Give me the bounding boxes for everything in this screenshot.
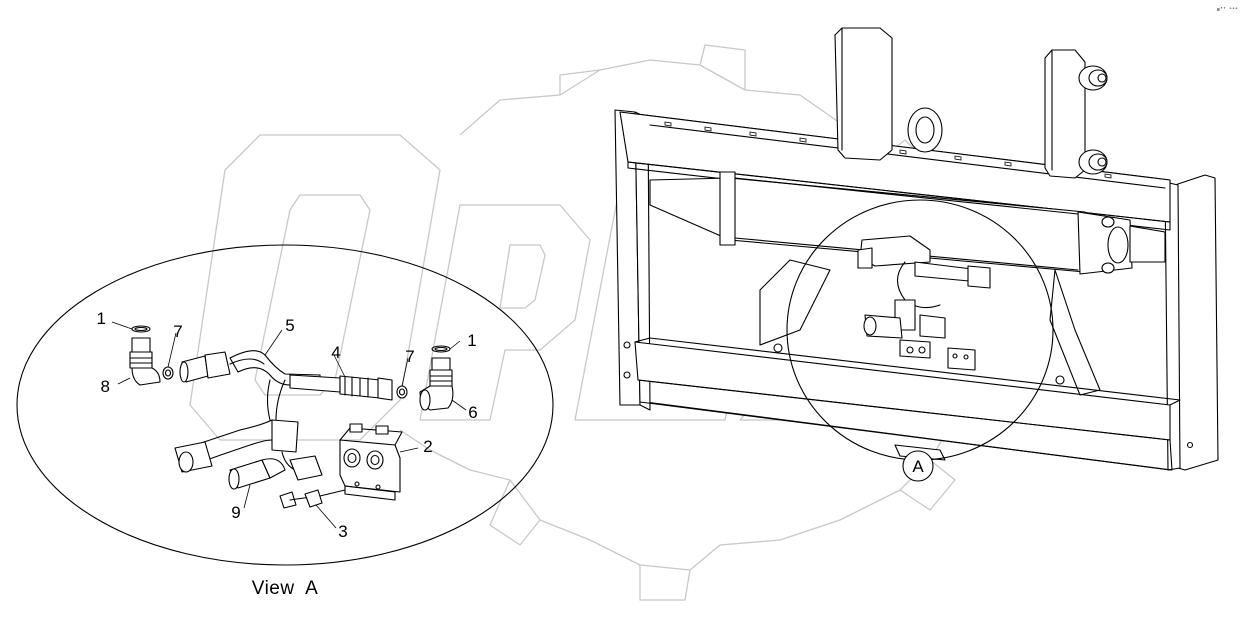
callout-8: 8 [101, 377, 110, 396]
callout-7-left: 7 [173, 322, 182, 341]
callout-1-left: 1 [97, 309, 106, 328]
part-3-bolts [279, 489, 346, 509]
callout-7-right: 7 [405, 347, 414, 366]
callout-5: 5 [285, 316, 294, 335]
part-7-left [162, 366, 174, 380]
part-5-tube [174, 350, 323, 481]
detail-marker: A [902, 450, 934, 482]
view-caption: View A [252, 578, 319, 599]
carriage-frame [614, 27, 1219, 471]
part-2-block [339, 423, 403, 501]
detail-circle-a [786, 199, 1054, 461]
callout-4: 4 [331, 343, 340, 362]
part-9-elbow [228, 458, 286, 490]
leader-lines [111, 321, 467, 529]
part-6-elbow [419, 357, 454, 411]
part-4-hose [289, 374, 393, 401]
detail-marker-label: A [912, 457, 924, 476]
callout-6: 6 [468, 403, 477, 422]
callout-2: 2 [423, 437, 432, 456]
part-1-left [131, 325, 151, 333]
part-8-elbow [129, 337, 161, 386]
callout-9: 9 [231, 503, 240, 522]
callout-1-right: 1 [467, 331, 476, 350]
callout-3: 3 [338, 522, 347, 541]
view-a: 1 7 8 5 4 7 1 6 2 9 3 [16, 244, 554, 566]
part-7-right [396, 385, 408, 399]
part-1-right [431, 345, 451, 353]
corner-code: eᶠᵀ ᵒᵉᵉ [1217, 7, 1238, 13]
